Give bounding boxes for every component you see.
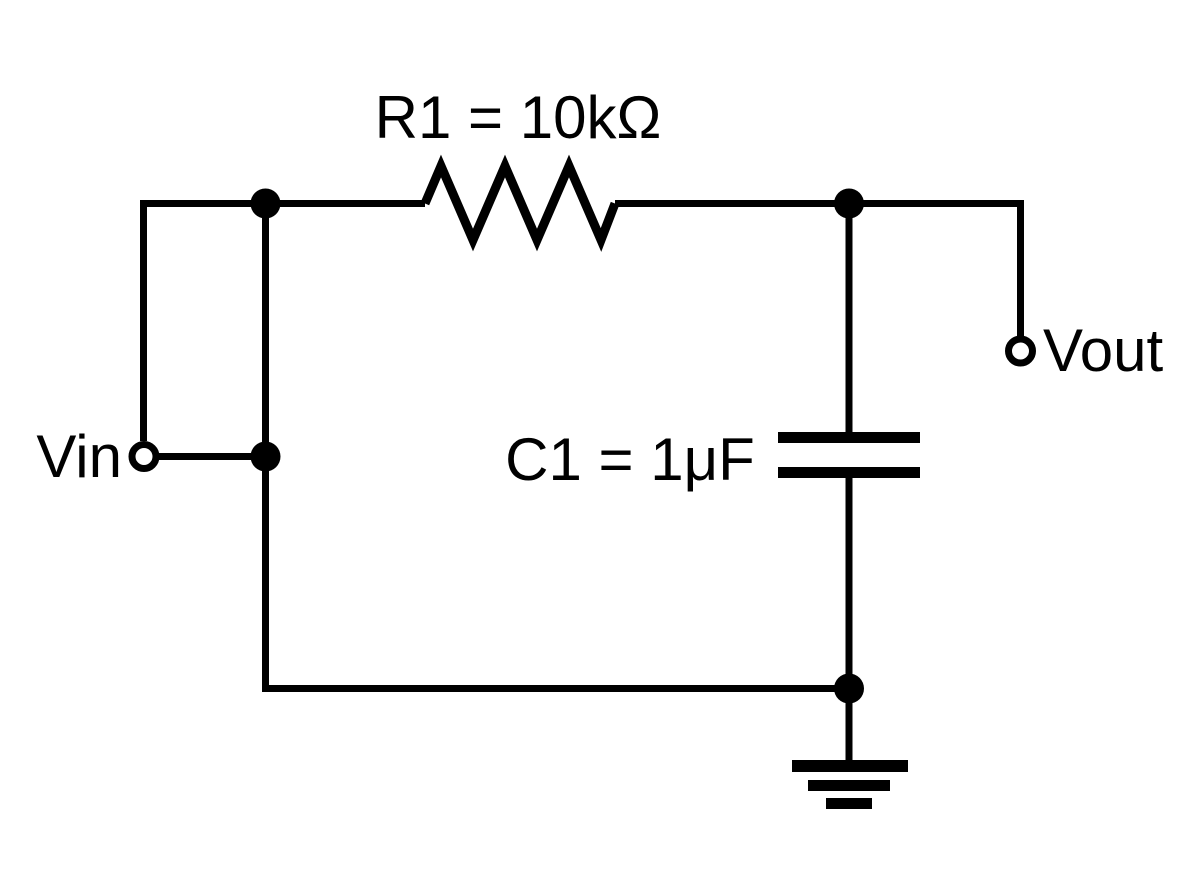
junction-dot-top-right — [834, 188, 864, 219]
vout-terminal-icon — [1005, 335, 1036, 367]
resistor-icon — [420, 154, 620, 252]
capacitor-label: C1 = 1μF — [505, 426, 755, 493]
wires — [140, 200, 1024, 761]
wire-top-right-to-vout — [615, 200, 1024, 336]
resistor-label: R1 = 10kΩ — [375, 84, 662, 151]
junction-dot-ground — [834, 673, 864, 704]
wire-vin-to-top-left — [140, 200, 425, 441]
capacitor-icon — [778, 432, 920, 478]
junction-dot-vin — [250, 441, 281, 472]
junction-dots — [250, 188, 864, 704]
wire-left-vertical-and-bottom — [262, 203, 849, 692]
junction-dot-top-left — [250, 188, 281, 219]
vout-label: Vout — [1043, 317, 1163, 384]
ground-icon — [792, 760, 908, 809]
vin-terminal-icon — [128, 441, 160, 472]
vin-label: Vin — [36, 423, 122, 490]
